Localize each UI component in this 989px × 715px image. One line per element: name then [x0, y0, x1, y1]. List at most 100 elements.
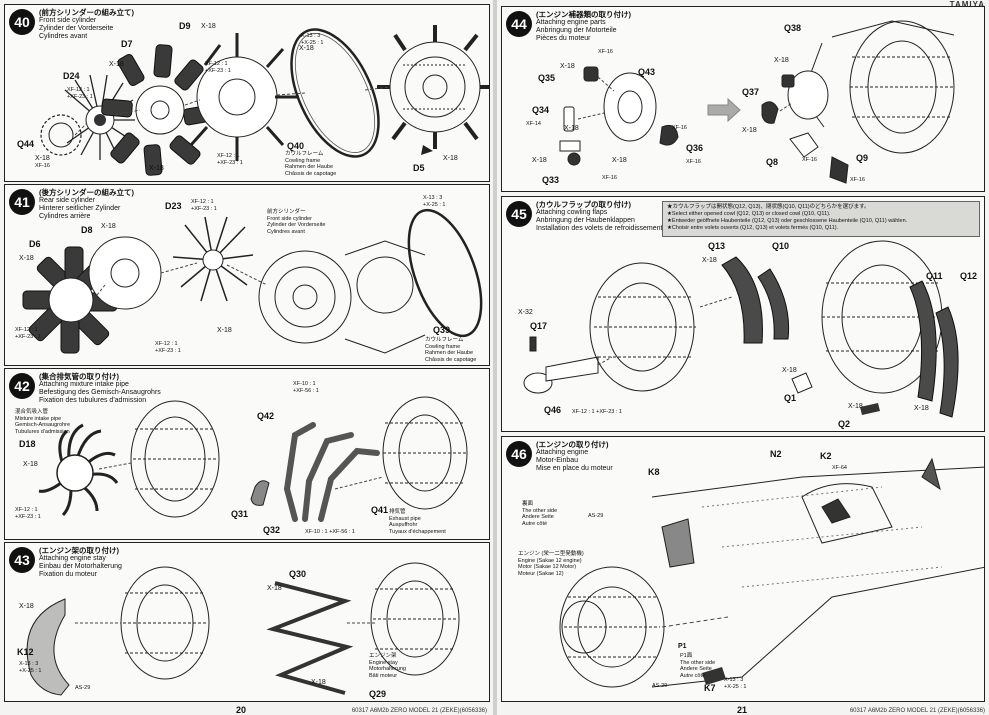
step-44-title-en: Attaching engine parts — [536, 19, 606, 26]
part-Q1: Q1 — [784, 393, 797, 403]
callout-x18: X-18 — [217, 327, 232, 334]
part-Q39: Q39 — [433, 325, 451, 335]
paint-mix: XF-12 : 1 +XF-23 : 1 — [155, 341, 181, 354]
part-N2: N2 — [770, 449, 782, 459]
paint-xf64: XF-64 — [832, 465, 847, 471]
intake-label-en: Mixture intake pipe — [15, 415, 62, 422]
step-40-panel: 40 (前方シリンダーの組み立て) Front side cylinder Zy… — [4, 4, 490, 182]
callout-x18: X-18 — [101, 223, 116, 230]
frame-label-en: Cowling frame — [425, 343, 461, 350]
callout-x18: X-18 — [201, 23, 216, 30]
frame-label-jp: カウルフレーム — [285, 151, 324, 157]
step-43-illustration — [26, 562, 460, 696]
callout-x18: X-18 — [23, 461, 38, 468]
engine-label-en: Engine (Sakae 12 engine) — [518, 557, 582, 564]
paint-mix: XF-10 : 1 +XF-56 : 1 — [305, 529, 355, 535]
callout-x18: X-18 — [848, 403, 863, 410]
paint-mix: XF-12 : 1 +XF-23 : 1 — [217, 153, 243, 166]
step-42-titles: (集合排気管の取り付け) Attaching mixture intake pi… — [39, 373, 161, 405]
callout-x18: X-18 — [299, 45, 314, 52]
p1-label-fr: Autre côté — [680, 672, 706, 679]
step-44-illustration — [559, 20, 955, 184]
part-Q34: Q34 — [532, 105, 550, 115]
paint-xf16: XF-16 — [598, 49, 613, 55]
paint-as29: AS-29 — [588, 513, 604, 519]
engine-label-de: Motor (Sakae 12 Motor) — [518, 564, 577, 570]
step-41-title-en: Rear side cylinder — [39, 197, 96, 204]
part-Q35: Q35 — [538, 73, 556, 83]
paint-mix: XF-12 : 1 +XF-23 : 1 — [15, 327, 41, 340]
step-43-title-fr: Fixation du moteur — [39, 571, 97, 578]
part-Q36: Q36 — [686, 143, 704, 153]
step-43-number: 43 — [9, 547, 35, 573]
callout-x18: X-18 — [109, 61, 124, 68]
part-Q9: Q9 — [856, 153, 869, 163]
page-gutter — [493, 0, 497, 715]
callout-x18: X-18 — [311, 679, 326, 686]
paint-mix: XF-12 : 1 +XF-23 : 1 — [191, 199, 217, 212]
frame-label-de: Rahmen der Haube — [425, 350, 474, 356]
stay-label-jp: エンジン架 — [369, 653, 397, 659]
step-46-titles: (エンジンの取り付け) Attaching engine Motor-Einba… — [536, 441, 613, 473]
p1-label-en: The other side — [680, 659, 716, 666]
step-41-title-de: Hinterer seitlicher Zylinder — [39, 205, 121, 212]
part-Q8: Q8 — [766, 157, 779, 167]
note-de: ★Entweder geöffnete Haubenteile (Q12, Q1… — [667, 218, 908, 224]
paint-as29: AS-29 — [652, 683, 668, 689]
step-42-title-de: Befestigung des Gemisch-Ansaugrohrs — [39, 389, 161, 396]
stay-label-en: Engine stay — [369, 659, 398, 666]
part-Q29: Q29 — [369, 689, 387, 699]
callout-x18: X-18 — [774, 57, 789, 64]
frame-label: カウルフレーム Cowling frame Rahmen der Haube C… — [425, 337, 476, 363]
p1-label-de: Andere Seite — [680, 666, 712, 672]
part-Q32: Q32 — [263, 525, 281, 535]
callout-x18: X-18 — [19, 255, 34, 262]
part-D18: D18 — [19, 439, 36, 449]
paint-xf16: XF-16 — [802, 157, 817, 163]
exhaust-label: 排気管 Exhaust pipe Auspuffrohr Tuyaux d'éc… — [389, 509, 446, 535]
step-45-title-de: Anbringung der Haubenklappen — [536, 217, 635, 224]
paint-mix: X-13 : 3 +X-25 : 1 — [301, 33, 324, 46]
step-43-title-de: Einbau der Motorhalterung — [39, 563, 122, 570]
part-K7: K7 — [704, 683, 716, 693]
part-Q41: Q41 — [371, 505, 389, 515]
step-41-number: 41 — [9, 189, 35, 215]
step-46-number: 46 — [506, 441, 532, 467]
callout-x18: X-18 — [564, 125, 579, 132]
frame-label: カウルフレーム Cowling frame Rahmen der Haube C… — [285, 151, 336, 177]
step-45-title-fr: Installation des volets de refroidisseme… — [536, 225, 663, 232]
step-40-title-de: Zylinder der Vorderseite — [39, 25, 114, 32]
exhaust-label-jp: 排気管 — [389, 509, 406, 515]
step-46-illustration — [559, 457, 984, 688]
paint-mix: XF-12 : 1 +XF-23 : 1 — [67, 87, 93, 100]
part-Q2: Q2 — [838, 419, 851, 429]
part-D8: D8 — [81, 225, 93, 235]
step-44-number: 44 — [506, 11, 532, 37]
part-K8: K8 — [648, 467, 660, 477]
paint-as29: AS-29 — [75, 685, 91, 691]
part-D9: D9 — [179, 21, 191, 31]
left-page: 40 (前方シリンダーの組み立て) Front side cylinder Zy… — [0, 0, 493, 715]
intake-label: 混合気吸入管 Mixture intake pipe Gemisch-Ansau… — [15, 409, 70, 435]
paint-mix: XF-10 : 1 +XF-56 : 1 — [293, 381, 319, 394]
part-Q11: Q11 — [926, 271, 943, 281]
callout-x18: X-18 — [782, 367, 797, 374]
step-40-number: 40 — [9, 9, 35, 35]
step-40-illustration — [40, 25, 489, 176]
frame-label-en: Cowling frame — [285, 157, 321, 164]
engine-label: エンジン (栄一二型発動機) Engine (Sakae 12 engine) … — [518, 551, 584, 577]
step-46-title-jp: (エンジンの取り付け) — [536, 440, 609, 449]
footer-left: 60317 A6M2b ZERO MODEL 21 (ZEKE)(6056336… — [351, 708, 487, 714]
callout-x18: X-18 — [914, 405, 929, 412]
callout-x18: X-18 — [560, 63, 575, 70]
callout-x18: X-18 — [702, 257, 717, 264]
paint-mix: X-13 : 3 +X-25 : 1 — [724, 677, 747, 690]
step-45-illustration — [523, 240, 959, 418]
brand-header: TAMIYA — [949, 0, 985, 9]
step-43-panel: 43 (エンジン架の取り付け) Attaching engine stay Ei… — [4, 542, 490, 702]
side-label-de: Andere Seite — [522, 514, 554, 520]
note-jp: ★カウルフラップは開状態(Q12, Q13)、閉状態(Q10, Q11)のどちら… — [667, 204, 870, 210]
paint-xf16: XF-16 — [35, 163, 50, 169]
step-45-title-jp: (カウルフラップの取り付け) — [536, 200, 631, 209]
part-D5: D5 — [413, 163, 425, 173]
